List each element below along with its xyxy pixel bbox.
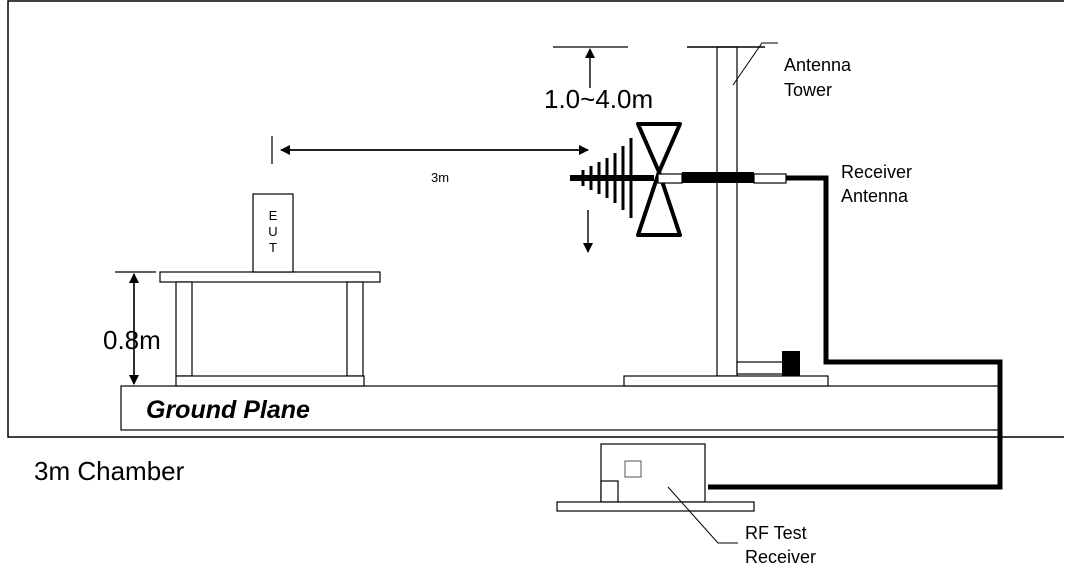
chamber-label: 3m Chamber [34,456,185,486]
eut-letter-u: U [268,224,277,239]
eut-letter-t: T [269,240,277,255]
rf-test-receiver-label-line2: Receiver [745,547,816,567]
eut-box: E U T [252,193,294,273]
table-height-label: 0.8m [103,325,161,355]
height-range-label: 1.0~4.0m [544,84,653,114]
table-height-dimension [115,271,156,385]
receiver-cable [708,175,1003,490]
antenna-tower-label-line1: Antenna [784,55,852,75]
eut-letter-e: E [269,208,278,223]
receiver-antenna-label-line2: Antenna [841,186,909,206]
receiver-antenna [570,122,787,237]
antenna-tower [623,46,829,387]
rf-test-receiver-label-line1: RF Test [745,523,807,543]
distance-label: 3m [431,170,449,185]
antenna-tower-leader [732,42,778,86]
ground-plane-label: Ground Plane [146,396,310,424]
tower-motor [782,351,800,376]
distance-dimension [271,136,589,164]
eut-table [159,271,381,387]
chamber-outline [7,0,1064,438]
rf-test-receiver-leader [667,486,738,544]
height-range-dimension [553,46,628,253]
antenna-tower-label-line2: Tower [784,80,832,100]
ground-plane [120,385,1000,431]
receiver-antenna-label-line1: Receiver [841,162,912,182]
rf-test-receiver [556,443,755,512]
